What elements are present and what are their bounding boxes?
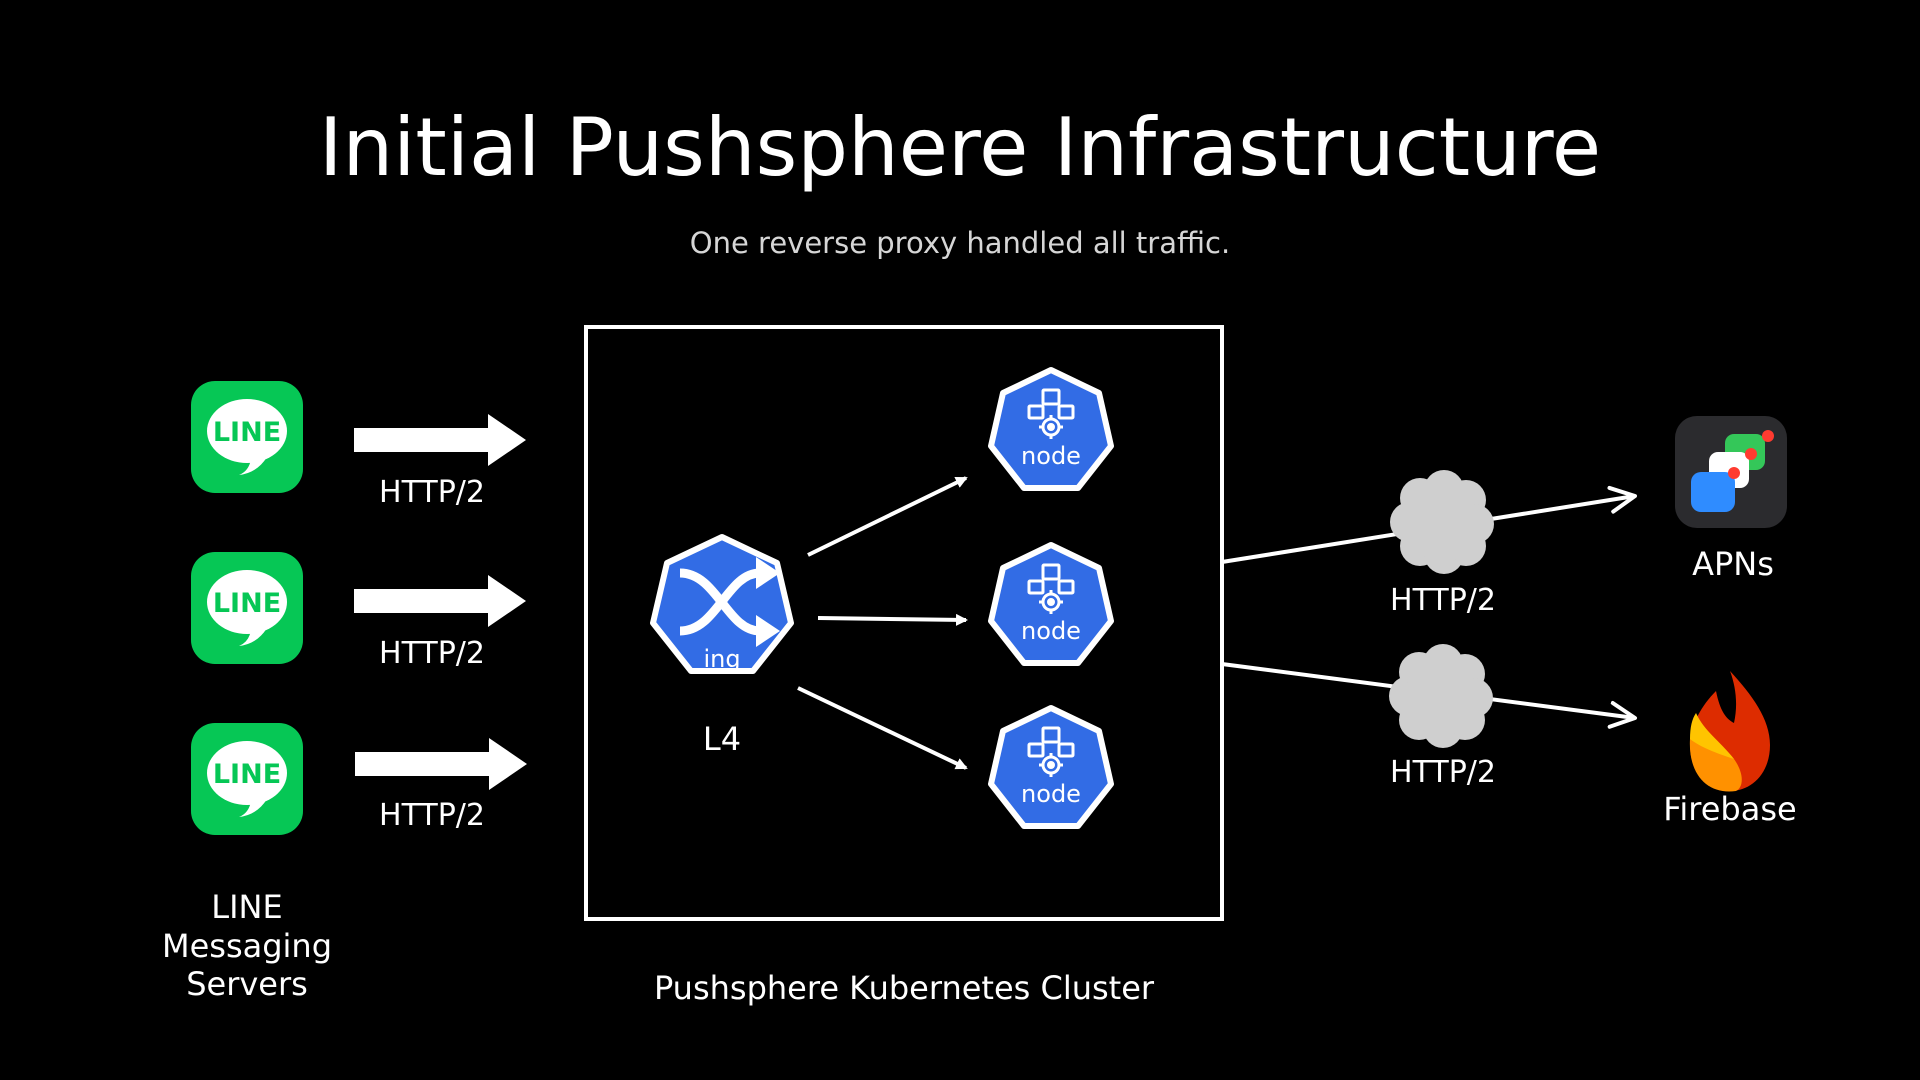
line-logo-1: LINE xyxy=(191,381,303,493)
line-servers-caption-2: Messaging xyxy=(162,927,332,965)
node-icon-2: node xyxy=(991,545,1111,663)
protocol-label-line-2: HTTP/2 xyxy=(379,636,485,671)
protocol-label-apns: HTTP/2 xyxy=(1390,583,1496,618)
protocol-label-firebase: HTTP/2 xyxy=(1390,755,1496,790)
apns-label: APNs xyxy=(1692,545,1774,583)
ingress-label: ing xyxy=(703,645,740,673)
cloud-icon-apns xyxy=(1390,470,1494,574)
node-label: node xyxy=(1021,442,1081,470)
line-servers-caption-3: Servers xyxy=(186,965,308,1003)
block-arrow-2 xyxy=(354,575,526,627)
firebase-icon xyxy=(1689,671,1770,792)
node-icon-1: node xyxy=(991,370,1111,488)
line-logo-3: LINE xyxy=(191,723,303,835)
block-arrow-1 xyxy=(354,414,526,466)
apns-icon xyxy=(1675,416,1787,528)
line-logo-text: LINE xyxy=(213,417,281,448)
page-subtitle: One reverse proxy handled all traffic. xyxy=(690,226,1230,260)
ingress-to-node-2-arrow xyxy=(817,613,968,626)
line-logo-text: LINE xyxy=(213,759,281,790)
node-label: node xyxy=(1021,780,1081,808)
ingress-to-node-3-arrow xyxy=(797,686,968,770)
line-servers-caption-1: LINE xyxy=(211,888,282,926)
protocol-label-line-3: HTTP/2 xyxy=(379,798,485,833)
cluster-caption: Pushsphere Kubernetes Cluster xyxy=(654,969,1155,1007)
ingress-caption: L4 xyxy=(703,720,741,758)
page-title: Initial Pushsphere Infrastructure xyxy=(319,101,1601,194)
line-logo-text: LINE xyxy=(213,588,281,619)
node-icon-3: node xyxy=(991,708,1111,826)
line-logo-2: LINE xyxy=(191,552,303,664)
kubernetes-cluster-box xyxy=(584,325,1224,921)
firebase-label: Firebase xyxy=(1663,790,1796,828)
node-label: node xyxy=(1021,617,1081,645)
ingress-icon: ing xyxy=(650,534,794,674)
protocol-label-line-1: HTTP/2 xyxy=(379,475,485,510)
cloud-icon-firebase xyxy=(1389,644,1493,748)
block-arrow-3 xyxy=(355,738,527,790)
ingress-to-node-1-arrow xyxy=(807,476,968,557)
